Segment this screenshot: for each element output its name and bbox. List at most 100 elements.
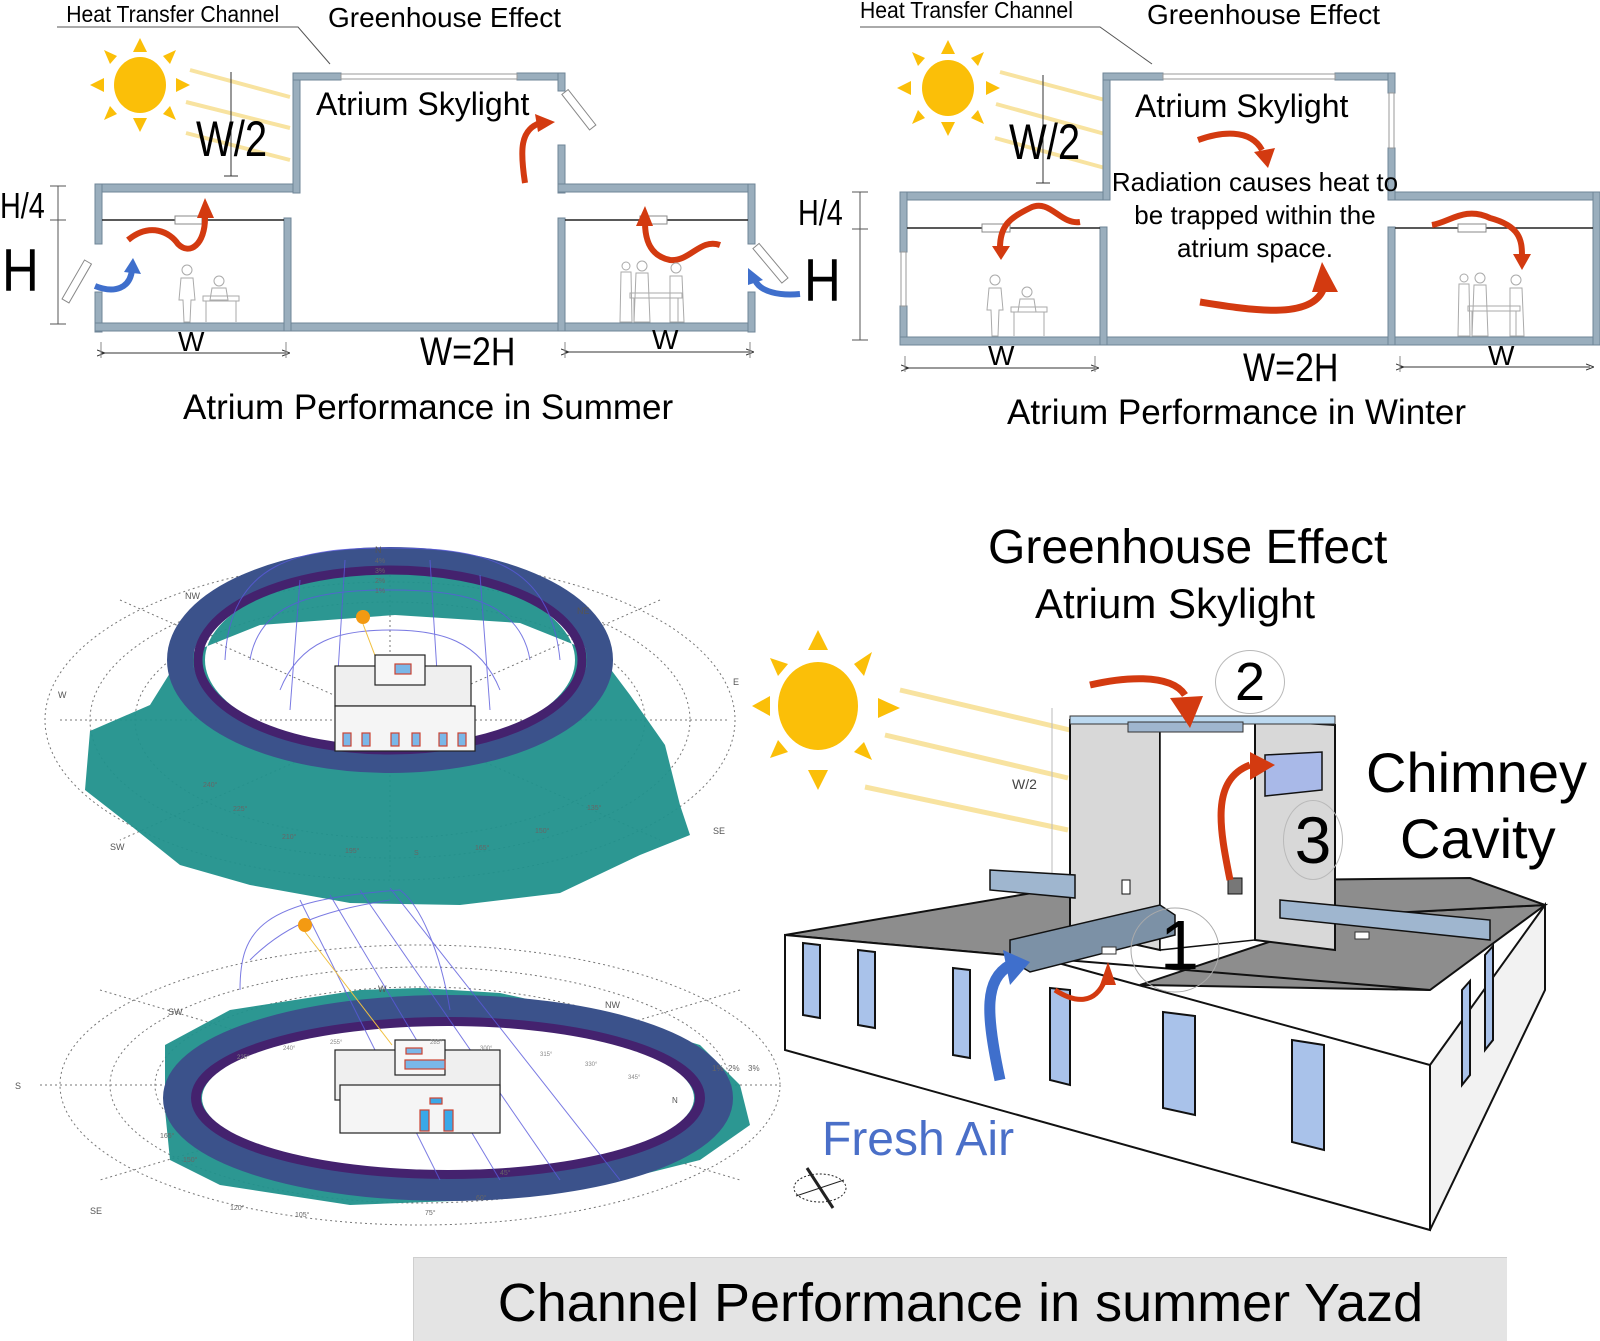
label-atrium-skylight: Atrium Skylight [1135, 88, 1349, 124]
wind-rose-mid-ring [163, 995, 733, 1201]
warm-air-arrow-right [642, 221, 721, 264]
dim-w-half: W/2 [1009, 114, 1081, 170]
number-1-label: 1 [1160, 906, 1199, 984]
number-2-label: 2 [1234, 652, 1266, 712]
duct-right [1279, 899, 1491, 941]
people-silhouettes-left [986, 274, 1048, 337]
footer-caption: Channel Performance in summer Yazd [497, 1273, 1424, 1333]
pct-label: 2% [728, 1064, 740, 1073]
iso-title-skylight: Atrium Skylight [1035, 580, 1316, 627]
compass-icon [793, 1167, 847, 1209]
pct-label: 3% [748, 1064, 760, 1073]
azimuth-tick: 300° [480, 1046, 493, 1052]
dim-h: H [2, 237, 39, 304]
pct-label: 1% [375, 588, 386, 595]
building-walls [899, 72, 1600, 346]
chimney-cavity-window [1264, 751, 1323, 797]
circle-number-3: 3 [1283, 800, 1343, 880]
compass-nw: NW [185, 591, 200, 601]
small-vent-chimney [1121, 879, 1131, 895]
facade-windows [802, 941, 1494, 1152]
pct-label: 2% [375, 578, 386, 585]
wind-rose-outer-ring [85, 572, 690, 905]
dim-h-quarter: H/4 [0, 185, 45, 226]
azimuth-tick: 45° [500, 1170, 511, 1177]
label-cavity: Cavity [1400, 807, 1556, 870]
dim-w-half: W/2 [196, 111, 268, 167]
azimuth-tick: 240° [203, 782, 218, 789]
fresh-air-arrow [984, 960, 1014, 1082]
skylight-vent [1127, 721, 1244, 733]
warm-air-arrow-chimney [1217, 761, 1252, 881]
dim-w-center: W=2H [420, 330, 516, 374]
azimuth-tick: S [414, 850, 419, 857]
warm-air-arrow-duct [1053, 978, 1108, 1002]
azimuth-tick: 345° [628, 1075, 641, 1081]
label-greenhouse-effect: Greenhouse Effect [328, 2, 561, 33]
people-silhouettes-left [178, 264, 240, 323]
compass-sw: SW [110, 842, 125, 852]
compass-ne: NE [577, 606, 590, 616]
number-3-label: 3 [1294, 803, 1332, 877]
azimuth-tick: 330° [585, 1062, 598, 1068]
duct-left [989, 869, 1076, 899]
dim-w-right: W [652, 324, 679, 355]
dim-h-quarter: H/4 [798, 192, 843, 233]
compass-e: E [733, 677, 740, 687]
azimuth-tick: 135° [587, 805, 602, 812]
compass-w: W [58, 690, 67, 700]
sun-icon [752, 630, 900, 790]
building-model-top [334, 654, 476, 752]
label-heat-transfer-channel: Heat Transfer Channel [66, 1, 280, 27]
caption-winter: Atrium Performance in Winter [1007, 393, 1467, 432]
azimuth-tick: 315° [540, 1052, 553, 1058]
label-fresh-air: Fresh Air [822, 1113, 1015, 1166]
building-walls [94, 72, 756, 333]
right-wall [1429, 901, 1546, 1231]
pct-label: 4% [375, 558, 386, 565]
winter-note-line-2: be trapped within the [1134, 200, 1376, 230]
warm-air-arrow-atrium-bottom [1199, 288, 1327, 314]
azimuth-tick: 165° [475, 845, 490, 852]
azimuth-tick: 225° [233, 806, 248, 813]
sun-rays [864, 687, 1071, 833]
small-opening-back [1227, 877, 1243, 895]
winter-note-line-1: Radiation causes heat to [1111, 167, 1399, 197]
channel-leader-line [860, 26, 1153, 65]
compass-se: SE [90, 1206, 103, 1216]
winter-note-line-3: atrium space. [1176, 233, 1334, 263]
warm-air-arrow-left [997, 202, 1081, 249]
dim-w-right: W [1488, 340, 1515, 371]
circle-marker-1 [1130, 907, 1220, 993]
cool-air-arrow-left [93, 269, 135, 293]
skylight-glass [1162, 73, 1336, 80]
side-glazing-atrium [1388, 92, 1395, 149]
azimuth-tick: 150° [535, 828, 550, 835]
compass-n: N [672, 1096, 678, 1105]
compass-w: W [378, 984, 387, 994]
compass-sw: SW [168, 1007, 183, 1017]
compass-nw: NW [605, 1000, 620, 1010]
azimuth-tick: 225° [237, 1055, 250, 1061]
circle-number-2: 2 [1215, 650, 1285, 714]
azimuth-tick: 255° [330, 1040, 343, 1046]
azimuth-tick: 120° [230, 1205, 245, 1212]
label-w-half-iso: W/2 [1012, 776, 1037, 792]
sun-position-marker [356, 610, 370, 624]
channel-leader-line [57, 26, 331, 65]
label-atrium-skylight: Atrium Skylight [316, 86, 530, 122]
sun-rays [185, 68, 291, 162]
azimuth-tick: 285° [430, 1040, 443, 1046]
radial-pct-labels: 4% 3% 2% 1% [375, 557, 385, 597]
azimuth-tick: 165° [160, 1133, 175, 1140]
warm-air-arrow-skylight [1089, 675, 1188, 698]
azimuth-tick: 75° [425, 1210, 436, 1217]
wind-rose-mid-ring [167, 547, 613, 773]
people-silhouettes-right [619, 260, 685, 323]
compass-s: S [15, 1081, 22, 1091]
